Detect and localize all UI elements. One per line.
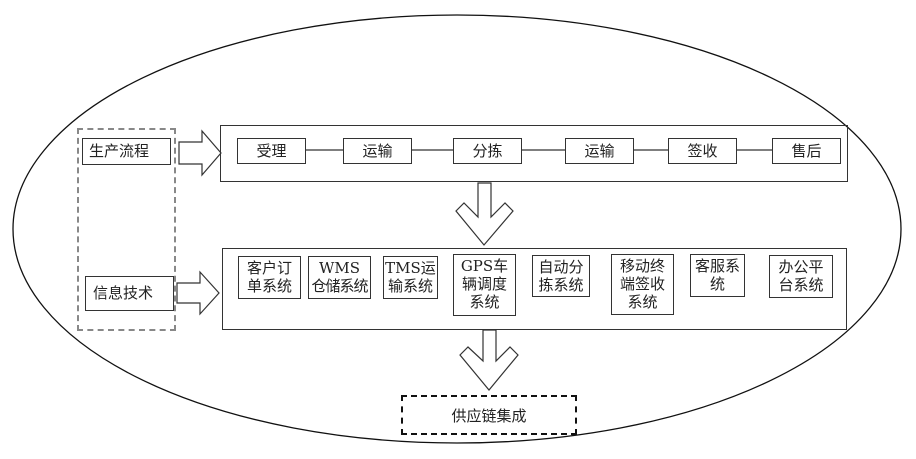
outer-ellipse [12,14,902,444]
system-line: 台系统 [778,276,824,294]
system-box: WMS 仓储系统 [308,256,371,299]
info-tech-label: 信息技术 [85,276,174,311]
system-box: 办公平 台系统 [769,255,833,298]
production-process-label: 生产流程 [82,138,171,165]
system-line: 客服系 [694,257,740,275]
left-group-dashed-box [77,128,176,331]
process-container [220,125,848,182]
process-step: 售后 [772,138,841,164]
system-box: 客户订 单系统 [238,256,301,299]
system-line: 拣系统 [538,276,584,294]
system-line: 统 [709,275,725,293]
system-line: 自动分 [538,258,584,276]
system-box: 移动终 端签收 系统 [611,254,674,315]
system-line: 单系统 [246,277,292,295]
system-line: 系统 [627,293,658,311]
system-line: 仓储系统 [311,277,368,295]
system-line: WMS [318,259,361,277]
system-line: 输系统 [387,277,433,295]
system-box: GPS车 辆调度 系统 [453,254,516,316]
arrow-down-icon [459,329,519,391]
system-line: 端签收 [619,275,665,293]
arrow-right-icon [178,129,222,177]
system-box: TMS运 输系统 [383,256,438,299]
arrow-down-icon [455,182,514,246]
system-box: 自动分 拣系统 [532,255,590,297]
process-step: 运输 [565,138,634,164]
system-line: 移动终 [619,257,665,275]
system-line: 客户订 [246,259,292,277]
process-step: 受理 [237,138,306,164]
system-line: 辆调度 [461,275,507,293]
system-line: GPS车 [460,257,509,275]
system-box: 客服系 统 [690,254,745,297]
process-step: 运输 [343,138,412,164]
supply-chain-integration-box: 供应链集成 [401,395,577,435]
system-line: 系统 [469,293,500,311]
system-line: 办公平 [778,258,824,276]
system-line: TMS运 [385,259,436,277]
process-step: 签收 [668,138,737,164]
arrow-right-icon [176,270,220,316]
process-step: 分拣 [453,138,522,164]
systems-container [222,248,847,330]
